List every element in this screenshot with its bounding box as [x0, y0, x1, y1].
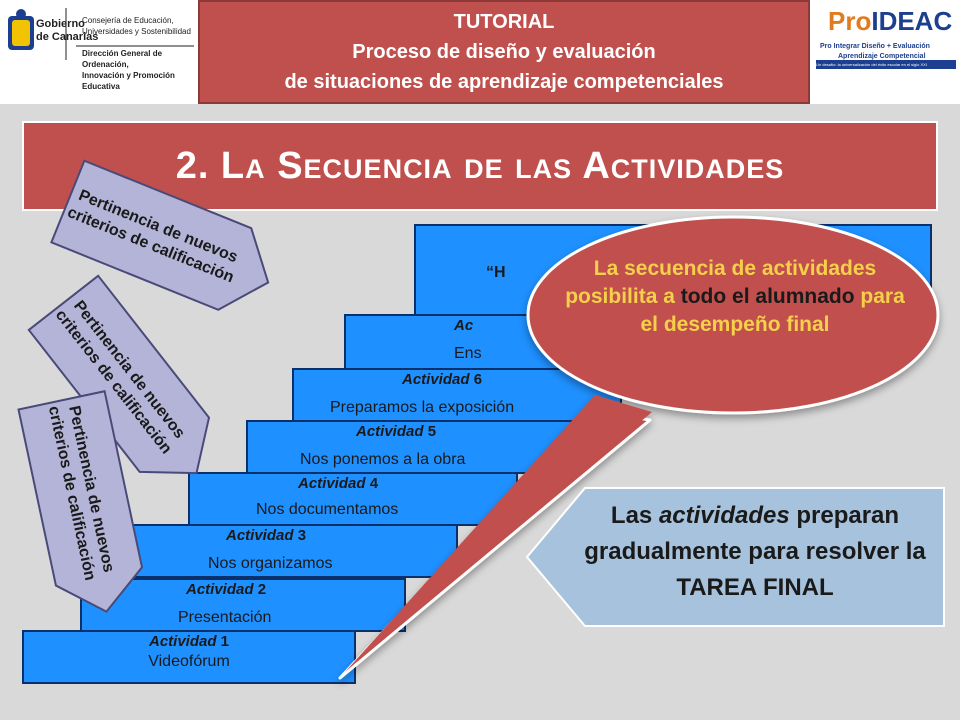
step-7-name: Ens [454, 345, 482, 362]
step-2-label: Actividad 2 [186, 581, 267, 598]
arrow-criterios-1: Pertinencia de nuevos criterios de calif… [49, 158, 287, 326]
step-1-label: Actividad 1 [148, 633, 230, 650]
step-6-name: Preparamos la exposición [330, 399, 515, 416]
speech-bubble-text: La secuencia de actividades posibilita a… [555, 255, 915, 339]
step-actividad-3: Actividad 3 Nos organizamos [128, 524, 458, 578]
gov-name: Gobierno de Canarias [36, 18, 98, 44]
final-text-emphasis: actividades [658, 502, 790, 529]
step-4-name: Nos documentamos [256, 501, 399, 518]
bubble-text-emphasis: todo el alumnado [680, 285, 855, 308]
brand-ideac: IDEAC [871, 6, 953, 36]
dept-name: Consejería de Educación, Universidades y… [82, 15, 191, 37]
arrow-criterios-3: Pertinencia de nuevos criterios de calif… [16, 389, 152, 623]
proideac-wordmark: ProIDEAC [828, 6, 952, 36]
arrow-shape-3 [17, 390, 144, 613]
dept-line-2: Universidades y Sostenibilidad [82, 27, 191, 36]
tagline-2: Aprendizaje Competencial [838, 53, 926, 60]
step-7-label: Ac [454, 317, 474, 334]
dept-line-4: Innovación y Promoción Educativa [82, 71, 175, 91]
bubble-text-part-1: La secuencia de actividades posibilita a [565, 257, 877, 308]
final-task-text: Las actividades preparan gradualmente pa… [560, 498, 950, 606]
step-actividad-6: Actividad 6 Preparamos la exposición [292, 368, 622, 422]
coat-of-arms-icon [8, 8, 194, 60]
section-title: 2. La Secuencia de las Actividades [175, 144, 785, 187]
step-5-label: Actividad 5 [356, 423, 437, 440]
section-title-bar: 2. La Secuencia de las Actividades [22, 121, 938, 211]
step-actividad-2: Actividad 2 Presentación [80, 578, 406, 632]
dept-line-3: Dirección General de Ordenación, [82, 49, 163, 69]
header-line-1: TUTORIAL [453, 11, 555, 33]
arrow-criterios-2: Pertinencia de nuevos criterios de calif… [26, 273, 234, 503]
final-text-part-1: Las [610, 502, 653, 529]
brand-pro: Pro [828, 6, 872, 36]
gov-line-1: Gobierno [36, 18, 85, 30]
proideac-logo: ProIDEAC Pro Integrar Diseño + Evaluació… [810, 0, 960, 104]
step-4-label: Actividad 4 [298, 475, 379, 492]
step-actividad-5: Actividad 5 Nos ponemos a la obra [246, 420, 576, 474]
bubble-text-part-3: para el desempeño final [640, 285, 905, 336]
gov-line-2: de Canarias [36, 31, 99, 43]
step-1-name: Videofórum [148, 653, 230, 670]
step-5-name: Nos ponemos a la obra [300, 451, 466, 468]
gobierno-canarias-logo: Gobierno de Canarias Consejería de Educa… [0, 0, 198, 104]
final-text-part-3: preparan gradualmente para resolver la T… [584, 502, 926, 601]
arrow-shape-2 [27, 274, 211, 475]
header-line-3: de situaciones de aprendizaje competenci… [284, 71, 724, 93]
header-line-2: Proceso de diseño y evaluación [352, 41, 656, 63]
step-actividad-1: Actividad 1 Videofórum [22, 630, 356, 684]
step-8-label: “H [486, 264, 506, 281]
directorate-name: Dirección General de Ordenación, Innovac… [82, 48, 198, 92]
proideac-tagline: Pro Integrar Diseño + Evaluación Aprendi… [820, 42, 956, 62]
step-6-label: Actividad 6 [402, 371, 483, 388]
tagline-1: Pro Integrar Diseño + Evaluación [820, 43, 930, 50]
step-2-name: Presentación [178, 609, 272, 626]
arrow-shape-1 [50, 159, 270, 311]
step-3-label: Actividad 3 [226, 527, 307, 544]
tutorial-header-band: TUTORIAL Proceso de diseño y evaluación … [198, 0, 810, 104]
step-3-name: Nos organizamos [208, 555, 333, 572]
proideac-banner: Un desafío: la universalización del éxit… [816, 60, 956, 69]
dept-line-1: Consejería de Educación, [82, 16, 174, 25]
